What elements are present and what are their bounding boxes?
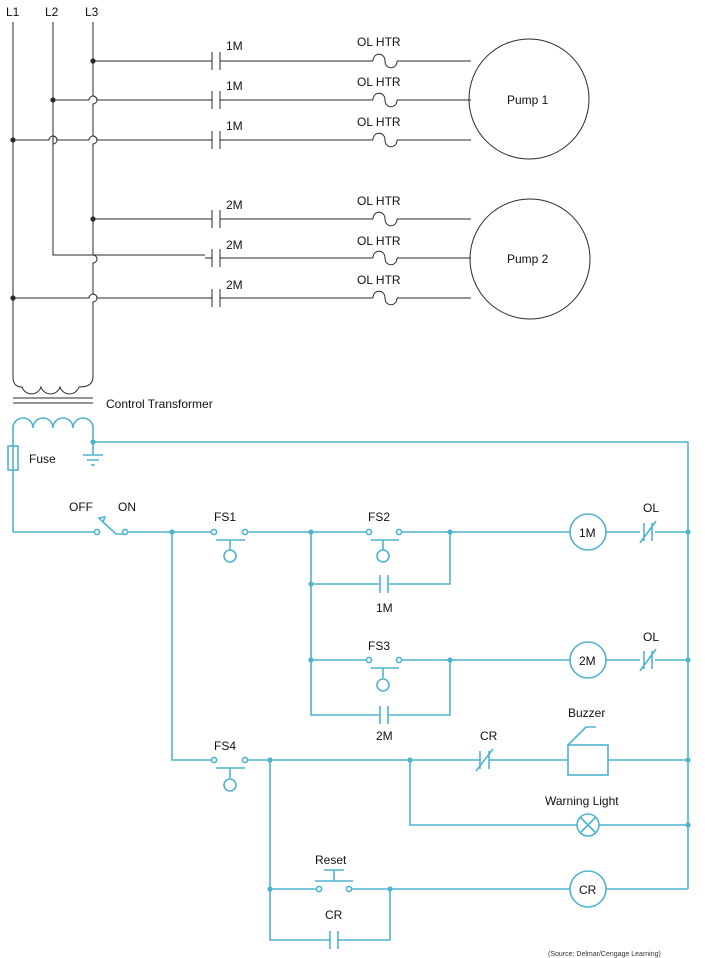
contact-2m-label: 2M [226, 278, 243, 292]
warning-light-icon [576, 813, 600, 837]
ol-htr-label: OL HTR [357, 75, 401, 89]
line-label-l3: L3 [85, 5, 99, 19]
supply-line-l2 [52, 22, 205, 256]
off-on-switch-icon [93, 515, 129, 536]
rung-warning-light-wire [409, 760, 688, 826]
fuse-label: Fuse [29, 452, 56, 466]
ol-htr-label: OL HTR [357, 35, 401, 49]
junction-dot [685, 657, 691, 663]
fs3-float-switch-icon [365, 656, 403, 692]
source-credit: (Source: Delmar/Cengage Learning) [548, 951, 661, 958]
fs1-float-switch-icon [210, 528, 249, 563]
contact-1m-label: 1M [226, 79, 243, 93]
seal-1m-branch-wire [310, 532, 451, 660]
junction-dot [685, 822, 691, 828]
seal-2m-contact-icon [379, 706, 389, 724]
pump1-motor-icon [468, 38, 590, 160]
coil-cr-icon [569, 870, 607, 908]
fs4-label: FS4 [214, 739, 236, 753]
coil-2m-label: 2M [579, 654, 596, 668]
control-transformer-label: Control Transformer [106, 397, 213, 411]
ground-icon [83, 442, 103, 466]
transformer-secondary-icon [12, 417, 94, 442]
control-circuit: Fuse OFF ON FS1 [7, 417, 691, 949]
seal-1m-contact-icon [379, 575, 389, 593]
junction-dot [387, 886, 393, 892]
contact-2m-b [211, 249, 221, 267]
ol-htr-label: OL HTR [357, 273, 401, 287]
control-rail-right [93, 441, 689, 889]
contact-1m-c [211, 131, 221, 149]
buzzer-label: Buzzer [568, 706, 605, 720]
cr-seal-branch-wire [269, 760, 391, 941]
reset-label: Reset [315, 853, 347, 867]
seal-2m-label: 2M [376, 729, 393, 743]
ol-htr-label: OL HTR [357, 115, 401, 129]
coil-1m-icon [569, 513, 607, 551]
fs1-label: FS1 [214, 510, 236, 524]
pump1-phase-c-wire [13, 135, 471, 141]
cr-seal-contact-icon [329, 931, 339, 949]
ol-label: OL [643, 630, 659, 644]
cr-contact-label: CR [480, 729, 498, 743]
pump2-phase-c-wire [13, 293, 471, 299]
fs4-float-switch-icon [210, 756, 249, 792]
contact-2m-a [211, 210, 221, 228]
ol-nc-contact-icon [639, 520, 657, 544]
pump1-label: Pump 1 [507, 93, 549, 107]
overload-heater-icon [372, 53, 398, 306]
seal-2m-branch-wire [310, 660, 451, 716]
cr-seal-label: CR [325, 908, 343, 922]
ol-htr-label: OL HTR [357, 234, 401, 248]
contact-2m-c [211, 289, 221, 307]
seal-1m-label: 1M [376, 601, 393, 615]
pump1-phase-b-wire [53, 95, 471, 101]
reset-pushbutton-icon [315, 869, 353, 893]
switch-off-label: OFF [69, 500, 93, 514]
contact-2m-label: 2M [226, 198, 243, 212]
coil-2m-icon [569, 641, 607, 679]
switch-on-label: ON [118, 500, 136, 514]
junction-dot [685, 529, 691, 535]
ol-nc-contact-icon [639, 648, 657, 672]
junction-dot [685, 757, 691, 763]
pump2-motor-icon [469, 198, 591, 320]
fs3-label: FS3 [368, 639, 390, 653]
line-label-l1: L1 [6, 5, 20, 19]
contact-1m-b [211, 91, 221, 109]
coil-1m-label: 1M [579, 526, 596, 540]
contact-1m-label: 1M [226, 39, 243, 53]
coil-cr-label: CR [579, 883, 597, 897]
warning-light-label: Warning Light [545, 794, 619, 808]
line-label-l2: L2 [45, 5, 59, 19]
fs2-float-switch-icon [365, 528, 403, 563]
contact-2m-label: 2M [226, 238, 243, 252]
junction-dot [308, 581, 314, 587]
control-transformer-icon [12, 376, 94, 404]
ol-label: OL [643, 501, 659, 515]
buzzer-icon [567, 726, 609, 776]
ol-htr-label: OL HTR [357, 194, 401, 208]
cr-nc-contact-icon [475, 748, 494, 772]
fs2-label: FS2 [368, 510, 390, 524]
supply-line-l3 [92, 22, 98, 377]
fs4-branch-wire [171, 532, 212, 761]
contact-1m-label: 1M [226, 119, 243, 133]
power-circuit: L1 L2 L3 1M 1M 1M 2M 2M [6, 5, 591, 411]
pump2-label: Pump 2 [507, 252, 549, 266]
contact-1m-a [211, 52, 221, 70]
